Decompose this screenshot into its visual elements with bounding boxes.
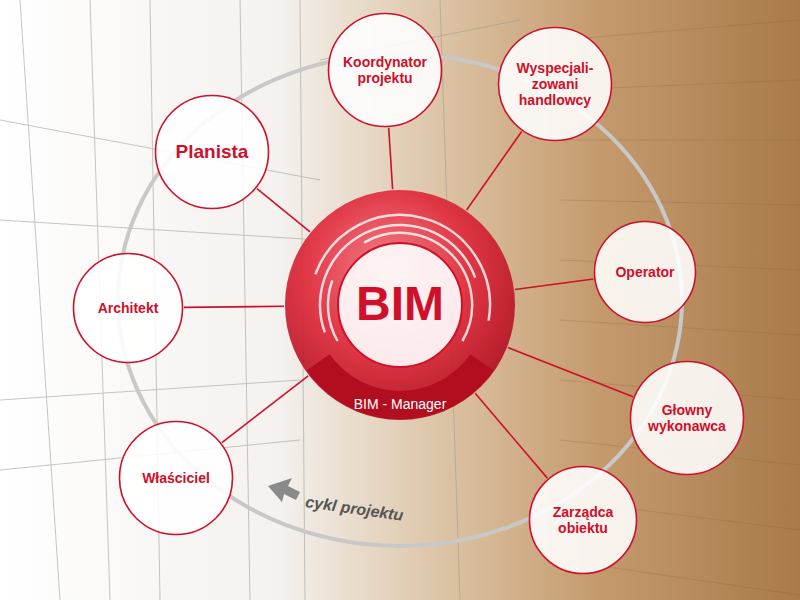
connector-line (515, 279, 594, 290)
cycle-label-holder: cykl projektu (304, 493, 404, 525)
text-holder: Zarządca obiektu (528, 465, 638, 575)
connector-line (508, 347, 633, 396)
role-circle: Głowny wykonawca (629, 360, 745, 476)
sketch-lines (0, 0, 520, 600)
text-holder: BIM - Manager (284, 396, 516, 412)
connector-line (257, 189, 310, 232)
circle-shape (595, 222, 696, 323)
connector (508, 347, 633, 396)
manager-label: BIM - Manager (284, 396, 516, 412)
role-name: Wyspecjali- zowani handlowcy (512, 60, 598, 108)
connector-line (222, 376, 308, 443)
role-name: Właściciel (142, 470, 210, 486)
connector (475, 393, 547, 478)
role-circle: Koordynator projektu (327, 12, 443, 128)
text-holder: Wyspecjali- zowani handlowcy (497, 26, 613, 142)
role-circle: Wyspecjali- zowani handlowcy (497, 26, 613, 142)
cycle-label: cykl projektu (304, 493, 404, 524)
circle-shape (631, 362, 744, 475)
role-circle: Właściciel (118, 420, 234, 536)
connector (257, 189, 310, 232)
role-name: Planista (176, 141, 249, 163)
circle-shape (530, 467, 637, 574)
connector (184, 306, 284, 307)
text-holder: Właściciel (118, 420, 234, 536)
text-holder: Koordynator projektu (327, 12, 443, 128)
role-name: Architekt (98, 300, 159, 316)
connector-line (475, 393, 547, 478)
role-circle: Zarządca obiektu (528, 465, 638, 575)
ring-arc (328, 280, 338, 341)
connector-line (184, 306, 284, 307)
circle-shape (74, 254, 183, 363)
connector (389, 128, 393, 189)
text-holder: Operator (593, 220, 697, 324)
connector-line (467, 131, 522, 210)
role-circle: Planista (154, 94, 270, 210)
connector-line (389, 128, 393, 189)
circle-shape (499, 28, 612, 141)
bim-title: BIM (284, 280, 516, 328)
role-name: Głowny wykonawca (641, 402, 733, 434)
connector (222, 376, 308, 443)
connector (467, 131, 522, 210)
text-holder: BIM (284, 280, 516, 328)
role-name: Koordynator projektu (339, 54, 431, 86)
cycle-arrow (268, 478, 300, 502)
role-name: Operator (615, 264, 674, 280)
role-name: Zarządca obiektu (538, 504, 628, 536)
text-holder: Głowny wykonawca (629, 360, 745, 476)
role-circle: Architekt (72, 252, 184, 364)
text-holder: Planista (154, 94, 270, 210)
connector (515, 279, 594, 290)
text-holder: Architekt (72, 252, 184, 364)
circle-shape (329, 14, 442, 127)
sphere-body (285, 190, 515, 420)
bim-center-circle: BIM BIM - Manager (284, 189, 516, 421)
role-circle: Operator (593, 220, 697, 324)
circle-shape (120, 422, 233, 535)
circle-shape (156, 96, 269, 209)
